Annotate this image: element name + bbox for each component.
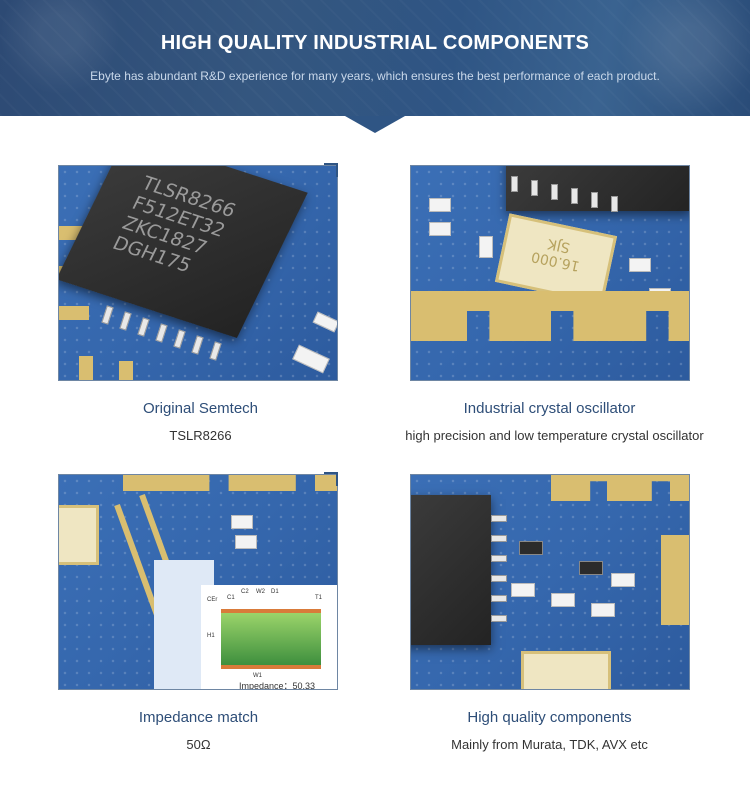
crystal-photo-icon: SJK 16.000: [410, 165, 690, 381]
components-photo-icon: [410, 474, 690, 690]
label-c2: C2: [241, 589, 249, 595]
feature-subtitle-1: TSLR8266: [169, 428, 232, 443]
banner-title: HIGH QUALITY INDUSTRIAL COMPONENTS: [160, 32, 590, 54]
label-w2: W2: [256, 589, 265, 595]
feature-title-2: Industrial crystal oscillator: [463, 400, 636, 417]
banner-subtitle: Ebyte has abundant R&D experience for ma…: [90, 69, 660, 83]
corner-mark: [324, 163, 338, 177]
corner-mark: [324, 472, 338, 486]
impedance-diagram: CEr C1 C2 W2 D1 T1 H1 W1 Impedance：50.33: [201, 585, 337, 690]
feature-title-3: Impedance match: [138, 709, 259, 726]
label-d1: D1: [271, 589, 279, 595]
label-h1: H1: [207, 633, 215, 639]
header-banner: HIGH QUALITY INDUSTRIAL COMPONENTS Ebyte…: [0, 0, 750, 116]
feature-subtitle-3: 50Ω: [186, 737, 211, 752]
chip-photo-icon: TLSR8266 F512ET32 ZKC1827 DGH175: [58, 165, 338, 381]
impedance-readout: Impedance：50.33: [239, 681, 316, 690]
feature-subtitle-2: high precision and low temperature cryst…: [405, 428, 704, 443]
feature-title-4: High quality components: [467, 709, 632, 726]
crystal-body: SJK 16.000: [494, 213, 618, 305]
label-cer: CEr: [207, 597, 218, 603]
banner-pointer: [345, 116, 405, 133]
feature-title-1: Original Semtech: [142, 400, 259, 417]
label-c1: C1: [227, 595, 235, 601]
label-t1: T1: [315, 595, 323, 601]
pcb-trace-photo-icon: CEr C1 C2 W2 D1 T1 H1 W1 Impedance：50.33: [58, 474, 338, 690]
feature-subtitle-4: Mainly from Murata, TDK, AVX etc: [451, 737, 648, 752]
label-w1: W1: [253, 673, 262, 679]
chip-body: TLSR8266 F512ET32 ZKC1827 DGH175: [59, 166, 308, 338]
banner-texture: [0, 0, 750, 116]
